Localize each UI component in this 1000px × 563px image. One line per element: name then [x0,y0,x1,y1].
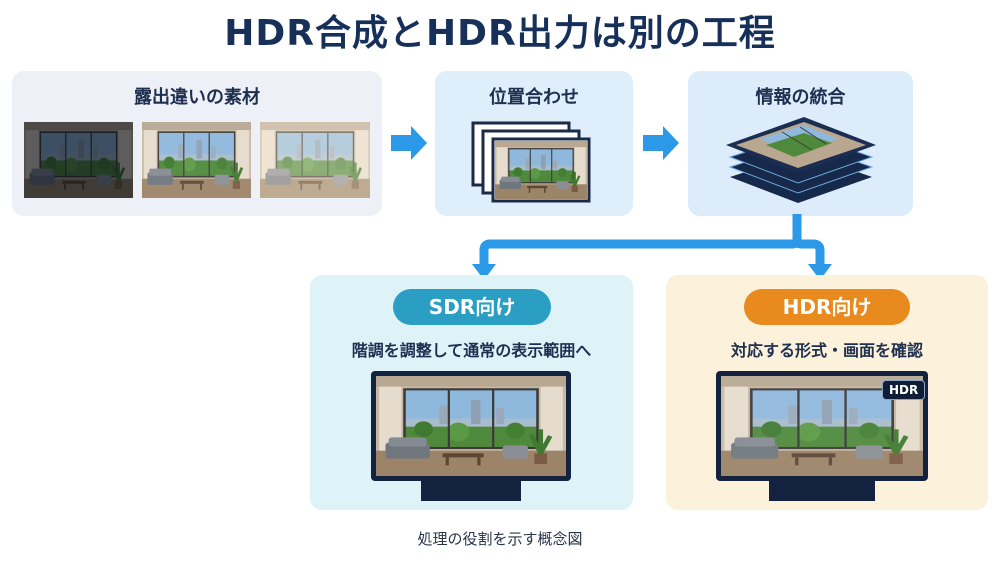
right-arrow-icon [643,126,679,160]
merged-layers-icon [726,117,876,203]
hdr-panel: HDR向け 対応する形式・画面を確認 HDR [666,275,988,510]
sdr-monitor-icon [371,371,571,501]
hdr-description: 対応する形式・画面を確認 [730,341,923,360]
align-label: 位置合わせ [489,87,579,108]
align-panel: 位置合わせ [435,71,633,216]
materials-panel: 露出違いの素材 [12,71,382,216]
sdr-description: 階調を調整して通常の表示範囲へ [351,341,592,360]
branch-arrow [472,214,832,280]
exposure-photos [24,122,370,198]
stacked-frames-icon [471,121,591,203]
merge-panel: 情報の統合 [688,71,913,216]
bright-exposure-photo [260,122,370,198]
dark-exposure-photo [24,122,133,198]
merge-label: 情報の統合 [755,87,846,108]
figure-caption: 処理の役割を示す概念図 [417,530,583,548]
right-arrow-icon [391,126,427,160]
page-title: HDR合成とHDR出力は別の工程 [224,13,776,54]
normal-exposure-photo [142,122,251,198]
hdr-badge: HDR向け [744,289,910,325]
hdr-screen-tag: HDR [882,380,926,400]
materials-label: 露出違いの素材 [134,87,260,108]
sdr-panel: SDR向け 階調を調整して通常の表示範囲へ [310,275,633,510]
sdr-badge: SDR向け [393,289,551,325]
